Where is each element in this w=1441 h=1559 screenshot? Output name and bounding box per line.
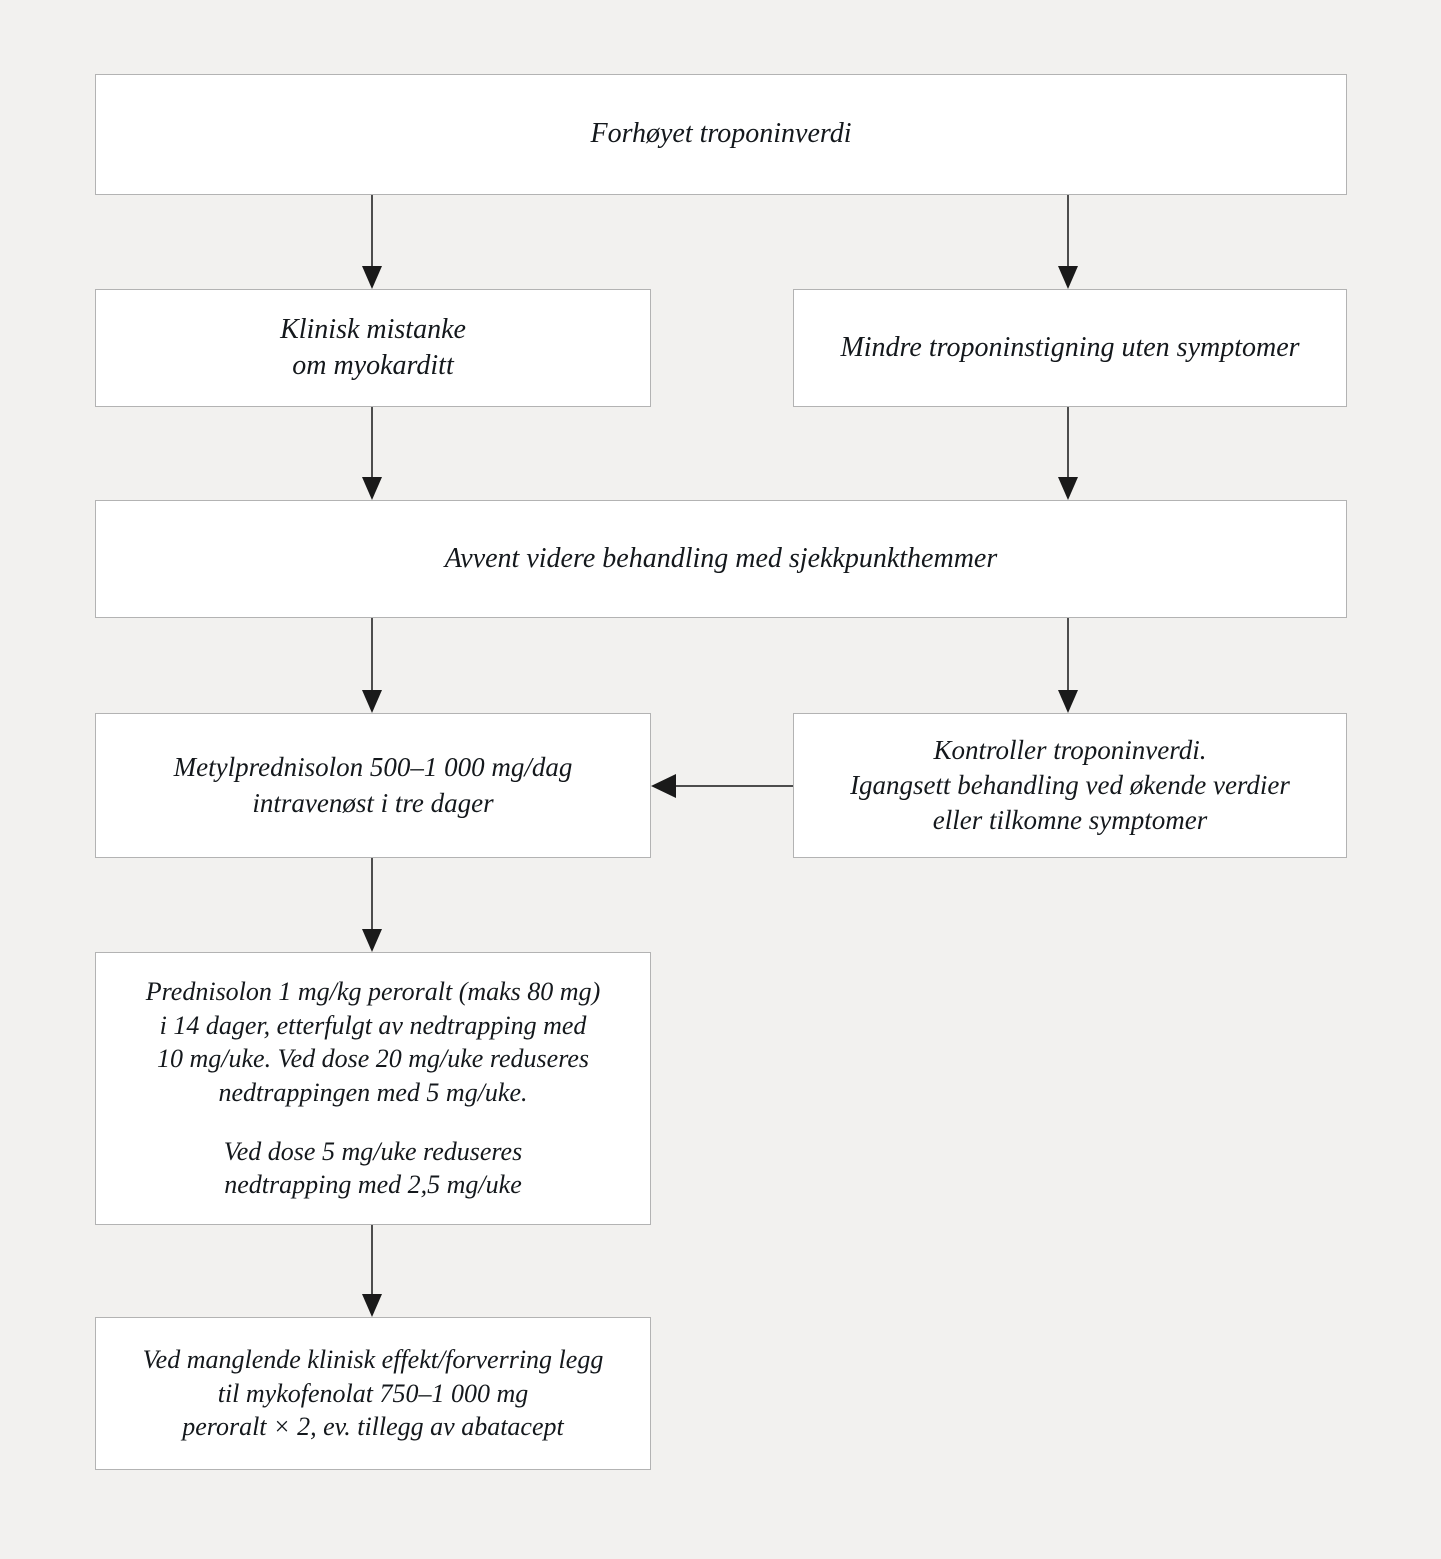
connector-shaft (371, 195, 373, 266)
node-text-line: Prednisolon 1 mg/kg peroralt (maks 80 mg… (145, 976, 601, 1006)
node-mykofenolat-abatacept: Ved manglende klinisk effekt/forverring … (95, 1317, 651, 1470)
arrowhead-down-icon (1058, 690, 1078, 713)
connector-shaft (371, 1225, 373, 1294)
connector-mindre-troponinstigning-to-avvent (1048, 407, 1088, 500)
connector-shaft (371, 407, 373, 477)
node-text-line: i 14 dager, etterfulgt av nedtrapping me… (159, 1010, 587, 1040)
node-paragraph: Prednisolon 1 mg/kg peroralt (maks 80 mg… (146, 975, 600, 1110)
node-text-line: Mindre troponinstigning uten symptomer (840, 331, 1300, 363)
connector-shaft (1067, 407, 1069, 477)
node-text-line: nedtrappingen med 5 mg/uke. (218, 1078, 528, 1108)
node-metylprednisolon-dosering: Metylprednisolon 500–1 000 mg/dag intrav… (95, 713, 651, 858)
connector-metylprednisolon-to-prednisolon (352, 858, 392, 952)
node-text-line: Kontroller troponinverdi. (933, 734, 1207, 765)
node-text-line: Klinisk mistanke (280, 313, 466, 345)
node-text-line: eller tilkomne symptomer (932, 805, 1208, 836)
arrowhead-left-icon (651, 774, 676, 798)
connector-klinisk-mistanke-to-avvent (352, 407, 392, 500)
arrowhead-down-icon (362, 929, 382, 952)
node-mindre-troponinstigning-uten-symptomer: Mindre troponinstigning uten symptomer (793, 289, 1347, 407)
node-text-line: intravenøst i tre dager (252, 787, 494, 818)
node-forhoyet-troponinverdi: Forhøyet troponinverdi (95, 74, 1347, 195)
connector-shaft (371, 618, 373, 690)
arrowhead-down-icon (362, 477, 382, 500)
node-text-line: til mykofenolat 750–1 000 mg (217, 1378, 529, 1408)
connector-shaft (673, 785, 793, 787)
connector-avvent-to-kontroller-troponinverdi (1048, 618, 1088, 713)
node-avvent-videre-behandling: Avvent videre behandling med sjekkpunkth… (95, 500, 1347, 618)
node-text-line: Ved manglende klinisk effekt/forverring … (142, 1344, 604, 1374)
node-kontroller-troponinverdi: Kontroller troponinverdi. Igangsett beha… (793, 713, 1347, 858)
node-text-line: 10 mg/uke. Ved dose 20 mg/uke reduseres (156, 1044, 590, 1074)
connector-kontroller-to-metylprednisolon (651, 774, 793, 798)
node-text-line: peroralt × 2, ev. tillegg av abatacept (182, 1412, 564, 1442)
connector-prednisolon-to-mykofenolat (352, 1225, 392, 1317)
node-prednisolon-nedtrapping: Prednisolon 1 mg/kg peroralt (maks 80 mg… (95, 952, 651, 1225)
node-text-line: Forhøyet troponinverdi (590, 118, 852, 150)
node-text-line: nedtrapping med 2,5 mg/uke (224, 1170, 522, 1200)
node-text-line: Metylprednisolon 500–1 000 mg/dag (173, 752, 573, 783)
node-paragraph: Ved dose 5 mg/uke reduseres nedtrapping … (224, 1135, 522, 1203)
arrowhead-down-icon (362, 1294, 382, 1317)
arrowhead-down-icon (362, 266, 382, 289)
connector-shaft (1067, 618, 1069, 690)
connector-shaft (371, 858, 373, 929)
arrowhead-down-icon (1058, 477, 1078, 500)
arrowhead-down-icon (362, 690, 382, 713)
connector-troponin-to-mindre-troponinstigning (1048, 195, 1088, 289)
connector-troponin-to-klinisk-mistanke (352, 195, 392, 289)
node-klinisk-mistanke-om-myokarditt: Klinisk mistanke om myokarditt (95, 289, 651, 407)
arrowhead-down-icon (1058, 266, 1078, 289)
node-text-line: Igangsett behandling ved økende verdier (850, 769, 1290, 800)
node-text-line: Ved dose 5 mg/uke reduseres (223, 1136, 523, 1166)
connector-avvent-to-metylprednisolon (352, 618, 392, 713)
node-text-line: Avvent videre behandling med sjekkpunkth… (444, 542, 998, 574)
node-text-line: om myokarditt (292, 350, 454, 381)
connector-shaft (1067, 195, 1069, 266)
